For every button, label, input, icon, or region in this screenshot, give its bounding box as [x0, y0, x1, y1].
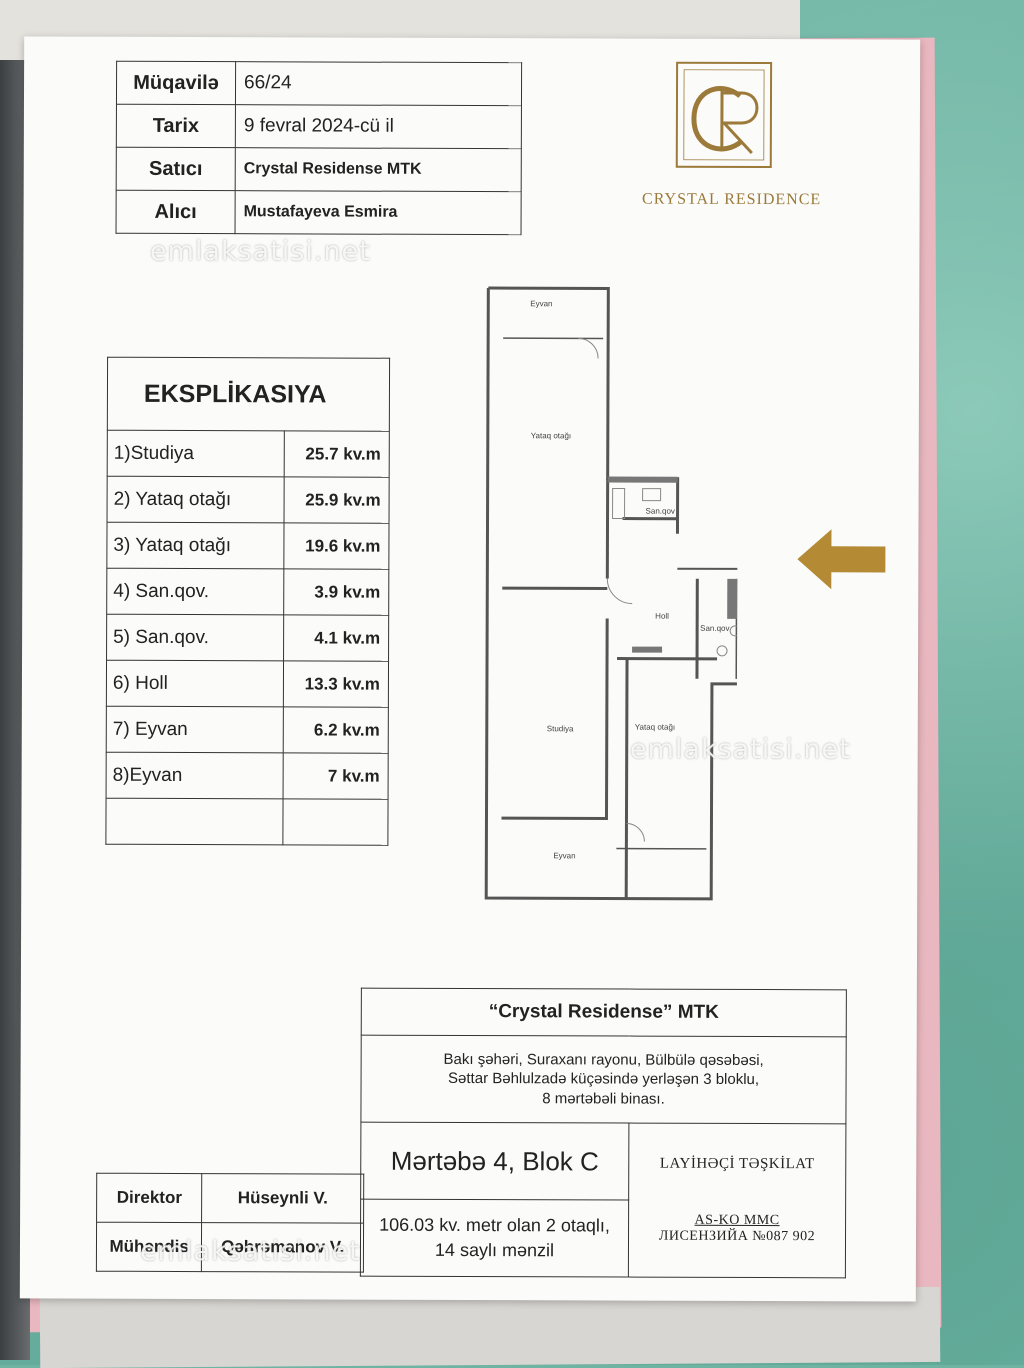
title-block: “Crystal Residense” MTK Bakı şəhəri, Sur…	[360, 988, 847, 1279]
crystal-residence-logo: CRYSTAL RESIDENCE	[632, 61, 833, 212]
plan-label-bathroom: San.qov	[700, 624, 729, 633]
room-name: 8)Eyvan	[106, 752, 284, 799]
watermark-text: emlaksatisi.net	[630, 734, 851, 765]
license-number: ЛИСЕНЗИЙА №087 902	[658, 1228, 816, 1245]
contract-table: Müqavilə 66/24 Tarix 9 fevral 2024-cü il…	[116, 61, 523, 235]
table-row: Mərtəbə 4, Blok C LAYİHƏÇİ TƏŞKİLAT AS-K…	[360, 1122, 846, 1278]
table-row: Satıcı Crystal Residense MTK	[116, 147, 522, 192]
room-area: 4.1 kv.m	[283, 614, 389, 662]
buyer-label: Alıcı	[116, 190, 236, 234]
table-row: Müqavilə 66/24	[116, 61, 522, 106]
table-row: Tarix 9 fevral 2024-cü il	[116, 104, 522, 149]
address-line: Səttar Bəhlulzadə küçəsində yerləşən 3 b…	[448, 1070, 760, 1089]
table-row: EKSPLİKASIYA	[107, 357, 390, 432]
plan-label-bathroom: San.qov	[646, 507, 675, 516]
plan-label-eyvan: Eyvan	[553, 851, 575, 860]
floor-plan: Eyvan Yataq otağı San.qov Holl San.qov S…	[484, 286, 739, 901]
org-name: AS-KO MMC	[694, 1212, 780, 1229]
address-line: 8 mərtəbəli binası.	[542, 1090, 665, 1108]
room-area: 6.2 kv.m	[283, 706, 389, 754]
contract-label: Müqavilə	[116, 61, 236, 105]
room-area: 25.7 kv.m	[284, 430, 390, 478]
table-row: 5) San.qov. 4.1 kv.m	[106, 614, 389, 662]
room-name: 6) Holl	[106, 660, 284, 707]
room-area: 13.3 kv.m	[283, 660, 389, 708]
table-row: “Crystal Residense” MTK	[361, 988, 847, 1037]
empty-cell	[282, 798, 389, 846]
org-title: LAYİHƏÇİ TƏŞKİLAT	[659, 1155, 815, 1173]
document-page: Müqavilə 66/24 Tarix 9 fevral 2024-cü il…	[19, 36, 921, 1302]
table-row: 3) Yataq otağı 19.6 kv.m	[106, 522, 390, 570]
room-name: 5) San.qov.	[106, 614, 284, 661]
room-area: 7 kv.m	[283, 752, 389, 800]
table-row: 2) Yataq otağı 25.9 kv.m	[107, 476, 390, 524]
explication-table: EKSPLİKASIYA 1)Studiya 25.7 kv.m 2) Yata…	[105, 357, 390, 846]
buyer-value: Mustafayeva Esmira	[235, 190, 522, 235]
cr-monogram-icon	[675, 61, 773, 169]
plan-label-hall: Holl	[655, 612, 669, 621]
plan-label-bedroom: Yataq otağı	[531, 431, 571, 440]
table-row	[105, 798, 389, 846]
room-name: 7) Eyvan	[106, 706, 284, 753]
empty-cell	[105, 798, 284, 845]
table-row: 4) San.qov. 3.9 kv.m	[106, 568, 389, 616]
firm-name: “Crystal Residense” MTK	[361, 988, 847, 1037]
contract-value: 66/24	[235, 61, 522, 106]
plan-label-eyvan: Eyvan	[530, 299, 552, 308]
watermark-text: emlaksatisi.net	[140, 1236, 361, 1267]
address-line: Bakı şəhəri, Suraxanı rayonu, Bülbülə qə…	[443, 1050, 764, 1069]
table-row: 1)Studiya 25.7 kv.m	[107, 430, 390, 478]
table-row: Bakı şəhəri, Suraxanı rayonu, Bülbülə qə…	[360, 1035, 847, 1124]
explication-title: EKSPLİKASIYA	[107, 357, 390, 432]
logo-text: CRYSTAL RESIDENCE	[642, 190, 822, 209]
room-name: 3) Yataq otağı	[106, 522, 285, 569]
apartment-size: 106.03 kv. metr olan 2 otaqlı, 14 saylı …	[360, 1199, 629, 1278]
seller-label: Satıcı	[116, 147, 236, 191]
address-block: Bakı şəhəri, Suraxanı rayonu, Bülbülə qə…	[360, 1035, 847, 1124]
seller-value: Crystal Residense MTK	[235, 147, 522, 192]
room-area: 3.9 kv.m	[283, 568, 389, 616]
size-line: 14 saylı mənzil	[434, 1239, 555, 1261]
table-row: Direktor Hüseynli V.	[96, 1173, 364, 1224]
floor-block: Mərtəbə 4, Blok C	[360, 1122, 629, 1201]
room-area: 25.9 kv.m	[284, 476, 390, 524]
plan-label-studio: Studiya	[547, 724, 574, 733]
table-row: 7) Eyvan 6.2 kv.m	[106, 706, 389, 754]
date-value: 9 fevral 2024-cü il	[235, 104, 522, 149]
size-line: 106.03 kv. metr olan 2 otaqlı,	[379, 1214, 611, 1236]
table-row: Alıcı Mustafayeva Esmira	[116, 190, 522, 235]
plan-label-bedroom: Yataq otağı	[635, 723, 675, 732]
table-row: 6) Holl 13.3 kv.m	[106, 660, 389, 708]
entrance-arrow-icon	[797, 529, 886, 590]
room-name: 4) San.qov.	[106, 568, 284, 615]
watermark-text: emlaksatisi.net	[150, 236, 371, 267]
role-label: Direktor	[96, 1173, 203, 1223]
table-row: 8)Eyvan 7 kv.m	[106, 752, 389, 800]
room-area: 19.6 kv.m	[283, 522, 390, 570]
design-org: LAYİHƏÇİ TƏŞKİLAT AS-KO MMC ЛИСЕНЗИЙА №0…	[628, 1123, 846, 1278]
room-name: 1)Studiya	[107, 430, 285, 477]
date-label: Tarix	[116, 104, 236, 148]
room-name: 2) Yataq otağı	[107, 476, 285, 523]
signer-name: Hüseynli V.	[202, 1173, 364, 1224]
